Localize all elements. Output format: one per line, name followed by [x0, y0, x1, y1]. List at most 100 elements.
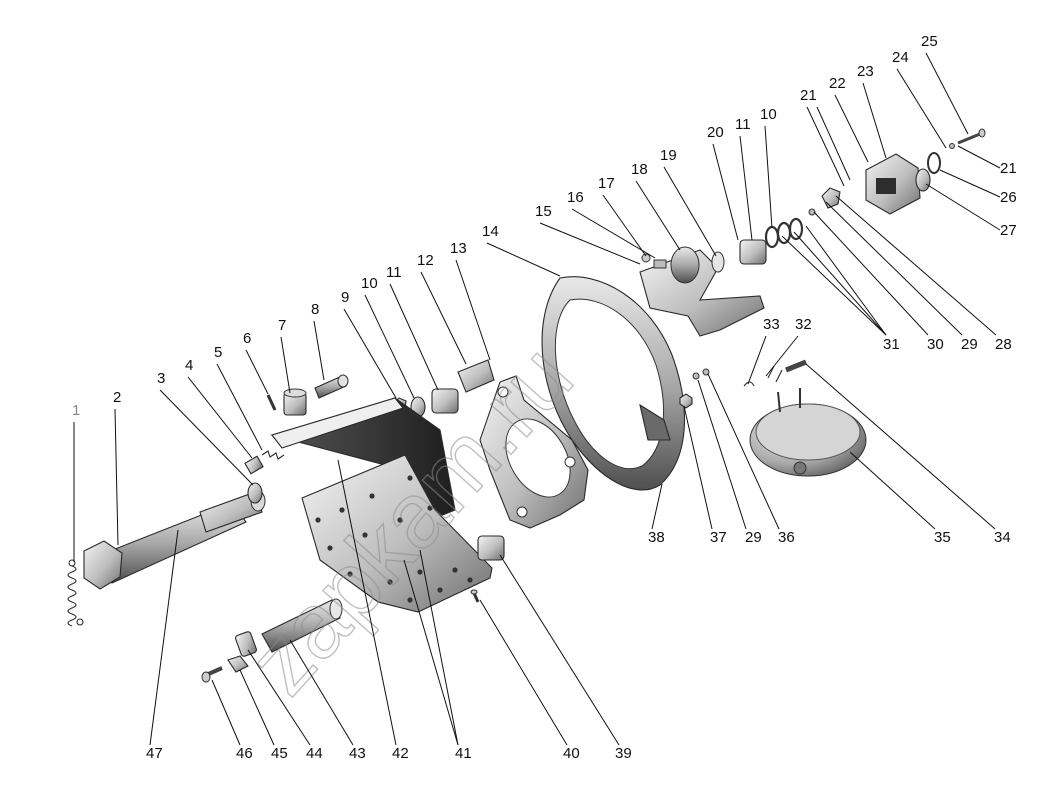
leader-line-14	[486, 242, 561, 277]
callout-label-45: 45	[271, 745, 288, 762]
retaining-ring	[927, 152, 941, 174]
callout-label-4: 4	[185, 357, 193, 374]
callout-label-29b: 29	[745, 529, 762, 546]
chamber-fork	[743, 365, 783, 387]
callout-label-13: 13	[450, 240, 467, 257]
leader-line-21b	[957, 145, 1001, 169]
slack-adjuster	[865, 153, 921, 215]
leader-line-46	[211, 679, 241, 746]
leader-line-44	[247, 649, 311, 746]
leader-line-35	[849, 451, 936, 530]
callout-label-37: 37	[710, 529, 727, 546]
callout-label-32: 32	[795, 316, 812, 333]
return-spring	[67, 559, 84, 627]
screw	[470, 589, 480, 603]
leader-line-25	[925, 52, 969, 135]
callout-label-14: 14	[482, 223, 499, 240]
chamber-washer	[692, 368, 710, 380]
leader-line-18	[635, 180, 681, 251]
leader-line-42	[337, 459, 397, 746]
callout-label-43: 43	[349, 745, 366, 762]
callout-label-21a: 21	[800, 87, 817, 104]
leader-line-4	[187, 376, 253, 459]
callout-label-30: 30	[927, 336, 944, 353]
lock-plate	[235, 631, 257, 657]
callout-label-11a: 11	[386, 264, 402, 281]
callout-label-28: 28	[995, 336, 1012, 353]
adjuster-bolt	[949, 128, 986, 149]
brake-lining	[301, 454, 493, 613]
leader-line-40	[479, 599, 568, 746]
leader-line-41	[419, 549, 459, 746]
leader-line-31	[781, 235, 887, 336]
camshaft-bushing	[431, 388, 459, 414]
roller-axle	[314, 374, 349, 399]
callout-label-36: 36	[778, 529, 795, 546]
leader-line-30	[813, 211, 929, 336]
leader-line-17	[602, 194, 647, 257]
leader-line-29b	[697, 379, 747, 530]
callout-label-19: 19	[660, 147, 677, 164]
leader-line-13	[455, 259, 491, 361]
leader-line-41	[403, 559, 459, 746]
spring-small	[261, 450, 285, 460]
callout-label-25: 25	[921, 33, 938, 50]
leader-line-24	[896, 68, 947, 149]
callout-label-5: 5	[214, 344, 222, 361]
leader-line-38	[651, 483, 663, 530]
chamber-nut	[679, 393, 693, 409]
bolt-small	[201, 666, 223, 683]
leader-line-8	[313, 320, 325, 381]
lock-block	[227, 655, 249, 673]
chamber-bracket	[639, 246, 765, 337]
adjuster-worm	[821, 187, 841, 209]
leader-line-7	[280, 336, 291, 394]
callout-label-1: 1	[72, 402, 80, 419]
leader-line-21a	[816, 106, 851, 181]
brake-camshaft	[83, 490, 266, 590]
leader-line-43	[289, 639, 354, 746]
callout-label-12: 12	[417, 252, 434, 269]
anchor-pin	[261, 598, 343, 653]
leader-line-26	[939, 169, 1001, 198]
leader-line-28	[835, 195, 997, 336]
leader-line-11a	[389, 283, 439, 391]
leader-line-21a	[806, 106, 845, 187]
leader-line-12	[420, 271, 467, 365]
leader-line-37	[683, 405, 713, 530]
leader-line-31	[793, 231, 887, 336]
leader-line-19	[663, 166, 717, 257]
callout-label-10a: 10	[361, 275, 378, 292]
leader-line-33	[747, 335, 767, 385]
callout-label-40: 40	[563, 745, 580, 762]
bracket-bushing	[739, 239, 767, 265]
roller-bushing	[283, 388, 307, 416]
leader-line-2	[114, 408, 119, 546]
callout-label-23: 23	[857, 63, 874, 80]
leader-line-45	[239, 669, 275, 746]
leader-line-31	[805, 225, 887, 336]
leader-line-10a	[364, 294, 415, 399]
brake-chamber	[749, 388, 867, 477]
callout-label-2: 2	[113, 389, 121, 406]
callout-label-6: 6	[243, 330, 251, 347]
callout-label-8: 8	[311, 301, 319, 318]
callout-label-18: 18	[631, 161, 648, 178]
callout-label-29a: 29	[961, 336, 978, 353]
callout-label-10b: 10	[760, 106, 777, 123]
leader-line-36	[707, 373, 780, 530]
cotter-pin	[266, 394, 277, 411]
leader-line-32	[765, 335, 799, 377]
spider-bracket	[457, 359, 495, 393]
callout-label-22: 22	[829, 75, 846, 92]
leader-line-5	[216, 363, 263, 451]
callout-label-7: 7	[278, 317, 286, 334]
callout-label-39: 39	[615, 745, 632, 762]
callout-label-16: 16	[567, 189, 584, 206]
callout-label-24: 24	[892, 49, 909, 66]
leader-line-15	[539, 222, 641, 265]
callout-label-35: 35	[934, 529, 951, 546]
leader-line-20	[712, 143, 739, 241]
leader-line-11b	[739, 135, 753, 241]
